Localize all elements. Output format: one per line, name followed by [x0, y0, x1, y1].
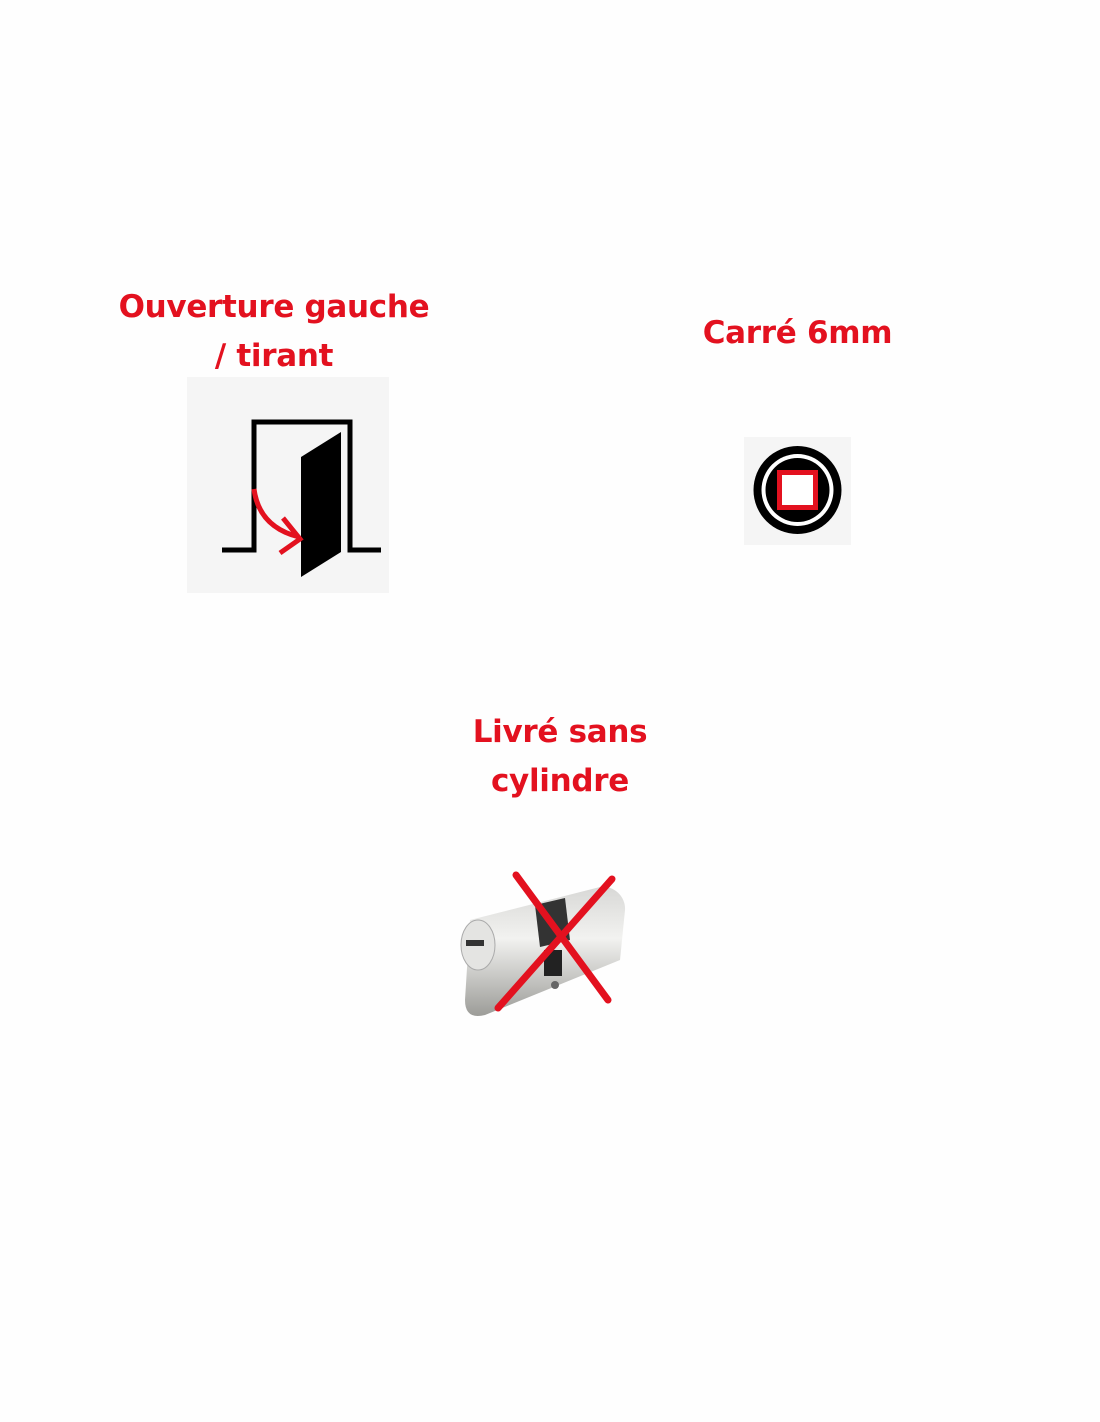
feature-title-line: cylindre — [490, 763, 629, 799]
feature-title-opening: Ouverture gauche / tirant — [104, 283, 444, 381]
cylinder-crossed-out-icon — [440, 865, 640, 1030]
door-open-left-pull-icon — [187, 377, 389, 593]
feature-title-line: Livré sans — [472, 714, 648, 750]
feature-title-line: Ouverture gauche — [118, 289, 430, 325]
feature-title-cylinder: Livré sans cylindre — [420, 708, 700, 806]
feature-title-line: / tirant — [214, 338, 334, 374]
feature-title-spindle: Carré 6mm — [660, 309, 935, 358]
square-spindle-6mm-icon — [744, 437, 851, 545]
feature-title-line: Carré 6mm — [702, 315, 893, 351]
